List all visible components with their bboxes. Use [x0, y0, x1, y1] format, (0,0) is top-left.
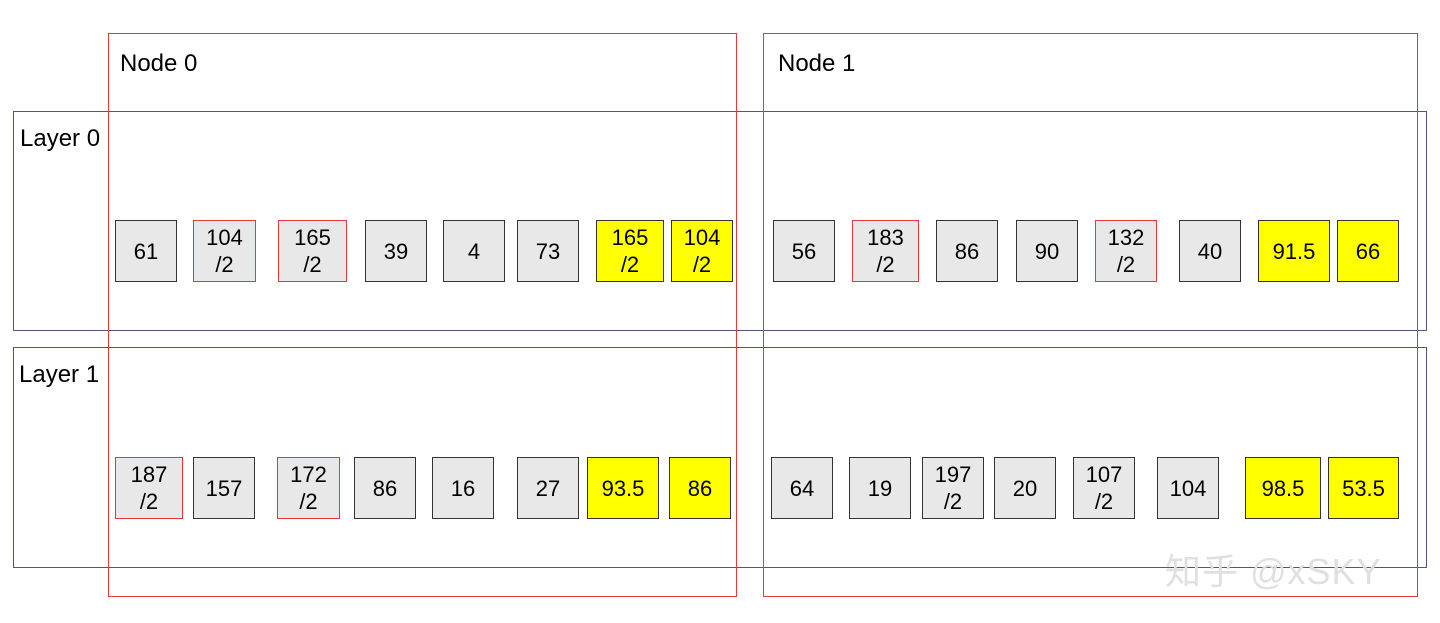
cell: 4	[443, 220, 505, 282]
layer-1-box	[13, 347, 1427, 568]
node-1-box	[763, 33, 1418, 597]
layer-1-cells: 187 /2 157 172 /2 86 16 27 93.5 86 64 19…	[0, 457, 1440, 519]
watermark: 知乎 @xSKY	[1165, 551, 1382, 592]
cell: 40	[1179, 220, 1241, 282]
cell: 86	[354, 457, 416, 519]
node-0-box	[108, 33, 737, 597]
cell: 64	[771, 457, 833, 519]
cell: 98.5	[1245, 457, 1321, 519]
cell: 104	[1157, 457, 1219, 519]
cell: 86	[669, 457, 731, 519]
cell: 86	[936, 220, 998, 282]
cell: 165 /2	[278, 220, 347, 282]
cell: 27	[517, 457, 579, 519]
cell: 183 /2	[852, 220, 919, 282]
layer-0-box	[13, 111, 1427, 331]
cell: 91.5	[1258, 220, 1330, 282]
cell: 73	[517, 220, 579, 282]
cell: 56	[773, 220, 835, 282]
cell: 93.5	[587, 457, 659, 519]
layer-0-label: Layer 0	[20, 125, 101, 152]
node-0-label: Node 0	[120, 50, 198, 77]
cell: 39	[365, 220, 427, 282]
cell: 107 /2	[1073, 457, 1135, 519]
cell: 19	[849, 457, 911, 519]
cell: 104 /2	[671, 220, 733, 282]
cell: 172 /2	[277, 457, 340, 519]
layer-0-cells: 61 104 /2 165 /2 39 4 73 165 /2 104 /2 5…	[0, 220, 1440, 282]
cell: 197 /2	[922, 457, 984, 519]
node-1-label: Node 1	[778, 50, 856, 77]
cell: 66	[1337, 220, 1399, 282]
layer-1-label: Layer 1	[19, 361, 100, 388]
cell: 104 /2	[193, 220, 256, 282]
cell: 53.5	[1328, 457, 1399, 519]
cell: 157	[193, 457, 255, 519]
cell: 132 /2	[1095, 220, 1157, 282]
cell: 20	[994, 457, 1056, 519]
cell: 16	[432, 457, 494, 519]
cell: 187 /2	[115, 457, 183, 519]
cell: 61	[115, 220, 177, 282]
cell: 165 /2	[596, 220, 664, 282]
cell: 90	[1016, 220, 1078, 282]
